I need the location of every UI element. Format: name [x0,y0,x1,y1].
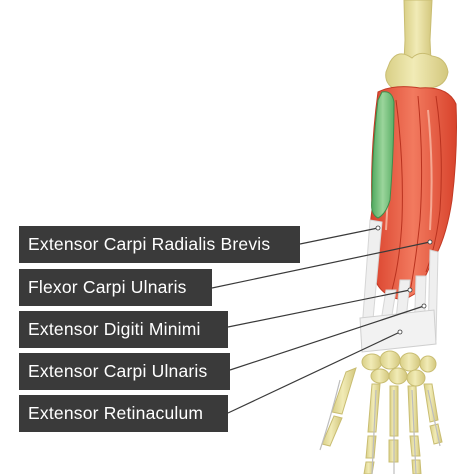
label-extensor-carpi-ulnaris: Extensor Carpi Ulnaris [19,353,230,390]
leader-line-3 [229,305,425,371]
finger-tendons [319,379,441,474]
label-extensor-retinaculum: Extensor Retinaculum [19,395,228,432]
leader-line-4 [227,331,401,414]
label-extensor-digiti-minimi: Extensor Digiti Minimi [19,311,228,348]
leader-dots [375,225,433,335]
carpal-bones [361,350,437,387]
hand-bones [321,367,443,474]
leader-lines [211,227,431,414]
highlighted-muscle [371,91,395,219]
leader-line-2 [227,289,411,328]
leader-line-0 [299,227,379,245]
label-extensor-carpi-radialis-brevis: Extensor Carpi Radialis Brevis [19,226,300,263]
leader-line-1 [211,241,431,289]
label-flexor-carpi-ulnaris: Flexor Carpi Ulnaris [19,269,212,306]
humerus-bone [385,0,449,91]
